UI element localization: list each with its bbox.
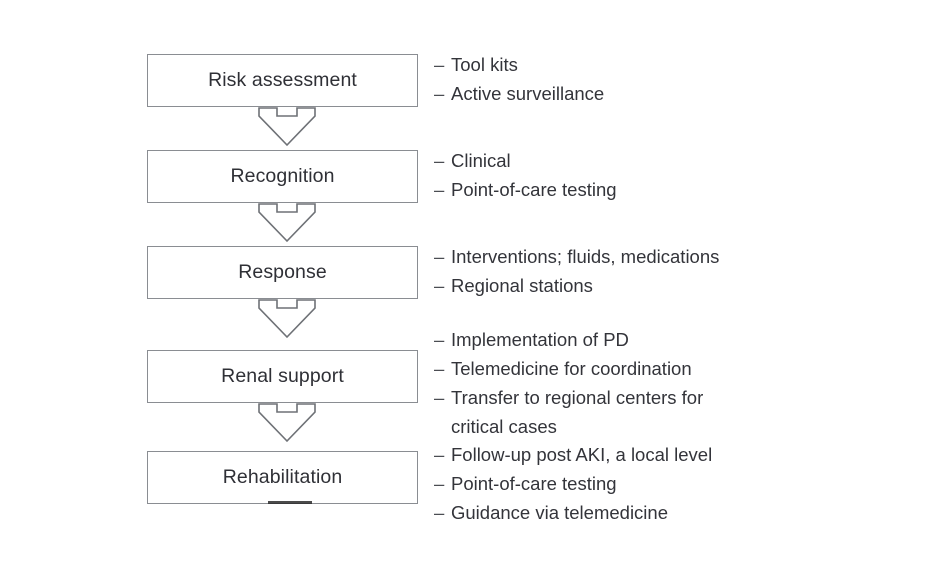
bullet-dash-icon: – — [434, 246, 445, 267]
detail-list-rehabilitation: – Follow-up post AKI, a local level – Po… — [434, 440, 904, 527]
stage-box-response: Response — [147, 246, 418, 299]
detail-text: Tool kits — [451, 54, 518, 75]
detail-item: – Point-of-care testing — [434, 175, 904, 204]
detail-text: Telemedicine for coordination — [451, 358, 692, 379]
bullet-dash-icon: – — [434, 329, 445, 350]
stage-label-risk-assessment: Risk assessment — [208, 68, 357, 91]
detail-text: Follow-up post AKI, a local level — [451, 444, 713, 465]
stage-label-recognition: Recognition — [230, 164, 335, 187]
stage-box-rehabilitation: Rehabilitation — [147, 451, 418, 504]
detail-item: – Clinical — [434, 146, 904, 175]
detail-text: Point-of-care testing — [451, 473, 617, 494]
detail-list-recognition: – Clinical – Point-of-care testing — [434, 146, 904, 204]
detail-text: Point-of-care testing — [451, 179, 617, 200]
down-arrow-icon — [258, 403, 316, 443]
down-arrow-icon — [258, 107, 316, 147]
bullet-dash-icon: – — [434, 473, 445, 494]
detail-text: Interventions; fluids, medications — [451, 246, 720, 267]
stage-label-response: Response — [238, 260, 327, 283]
bullet-dash-icon: – — [434, 502, 445, 523]
connector-arrow-1 — [247, 107, 327, 147]
connector-arrow-2 — [247, 203, 327, 243]
bullet-dash-icon: – — [434, 275, 445, 296]
detail-item: – Telemedicine for coordination — [434, 354, 904, 383]
bullet-dash-icon: – — [434, 387, 445, 408]
bullet-dash-icon: – — [434, 150, 445, 171]
stage-box-renal-support: Renal support — [147, 350, 418, 403]
stage-label-rehabilitation: Rehabilitation — [222, 465, 343, 488]
detail-item: – Point-of-care testing — [434, 469, 904, 498]
detail-list-response: – Interventions; fluids, medications – R… — [434, 242, 904, 300]
detail-text: Transfer to regional centers for critica… — [451, 387, 704, 437]
detail-item: – Follow-up post AKI, a local level — [434, 440, 904, 469]
stage-box-recognition: Recognition — [147, 150, 418, 203]
print-artifact-mark — [268, 501, 312, 504]
down-arrow-icon — [258, 299, 316, 339]
bullet-dash-icon: – — [434, 179, 445, 200]
detail-text: Active surveillance — [451, 83, 605, 104]
bullet-dash-icon: – — [434, 54, 445, 75]
detail-text: Regional stations — [451, 275, 593, 296]
detail-text: Implementation of PD — [451, 329, 629, 350]
connector-arrow-4 — [247, 403, 327, 443]
detail-item: – Guidance via telemedicine — [434, 498, 904, 527]
detail-item: – Transfer to regional centers for criti… — [434, 383, 904, 441]
stage-label-renal-support: Renal support — [221, 364, 344, 387]
detail-list-risk-assessment: – Tool kits – Active surveillance — [434, 50, 904, 108]
stage-box-risk-assessment: Risk assessment — [147, 54, 418, 107]
detail-item: – Regional stations — [434, 271, 904, 300]
detail-text: Clinical — [451, 150, 511, 171]
detail-item: – Tool kits — [434, 50, 904, 79]
detail-text: Guidance via telemedicine — [451, 502, 668, 523]
bullet-dash-icon: – — [434, 444, 445, 465]
connector-arrow-3 — [247, 299, 327, 339]
bullet-dash-icon: – — [434, 83, 445, 104]
detail-item: – Interventions; fluids, medications — [434, 242, 904, 271]
bullet-dash-icon: – — [434, 358, 445, 379]
detail-list-renal-support: – Implementation of PD – Telemedicine fo… — [434, 325, 904, 441]
detail-item: – Active surveillance — [434, 79, 904, 108]
detail-item: – Implementation of PD — [434, 325, 904, 354]
down-arrow-icon — [258, 203, 316, 243]
